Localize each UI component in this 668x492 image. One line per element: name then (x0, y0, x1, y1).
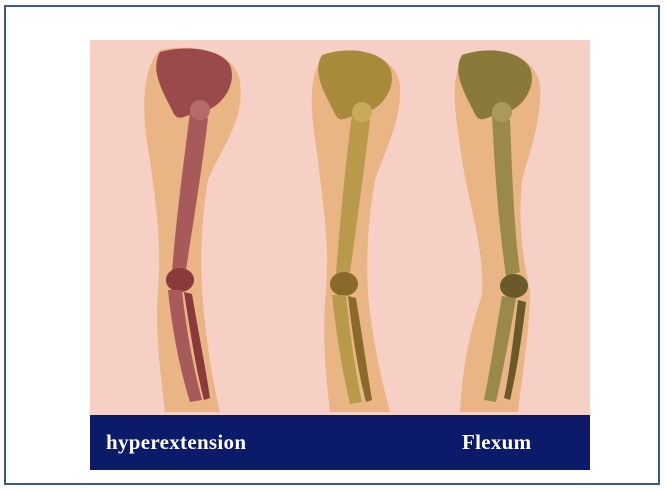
leg-right (455, 50, 540, 412)
image-frame: hyperextension Flexum (4, 5, 660, 485)
leg-left (144, 48, 240, 412)
legs-illustration (90, 40, 590, 415)
leg-middle (312, 50, 400, 412)
caption-flexum: Flexum (462, 430, 531, 455)
illustration-panel (90, 40, 590, 415)
illustration-slide: hyperextension Flexum (90, 40, 590, 470)
caption-hyperextension: hyperextension (106, 430, 246, 455)
